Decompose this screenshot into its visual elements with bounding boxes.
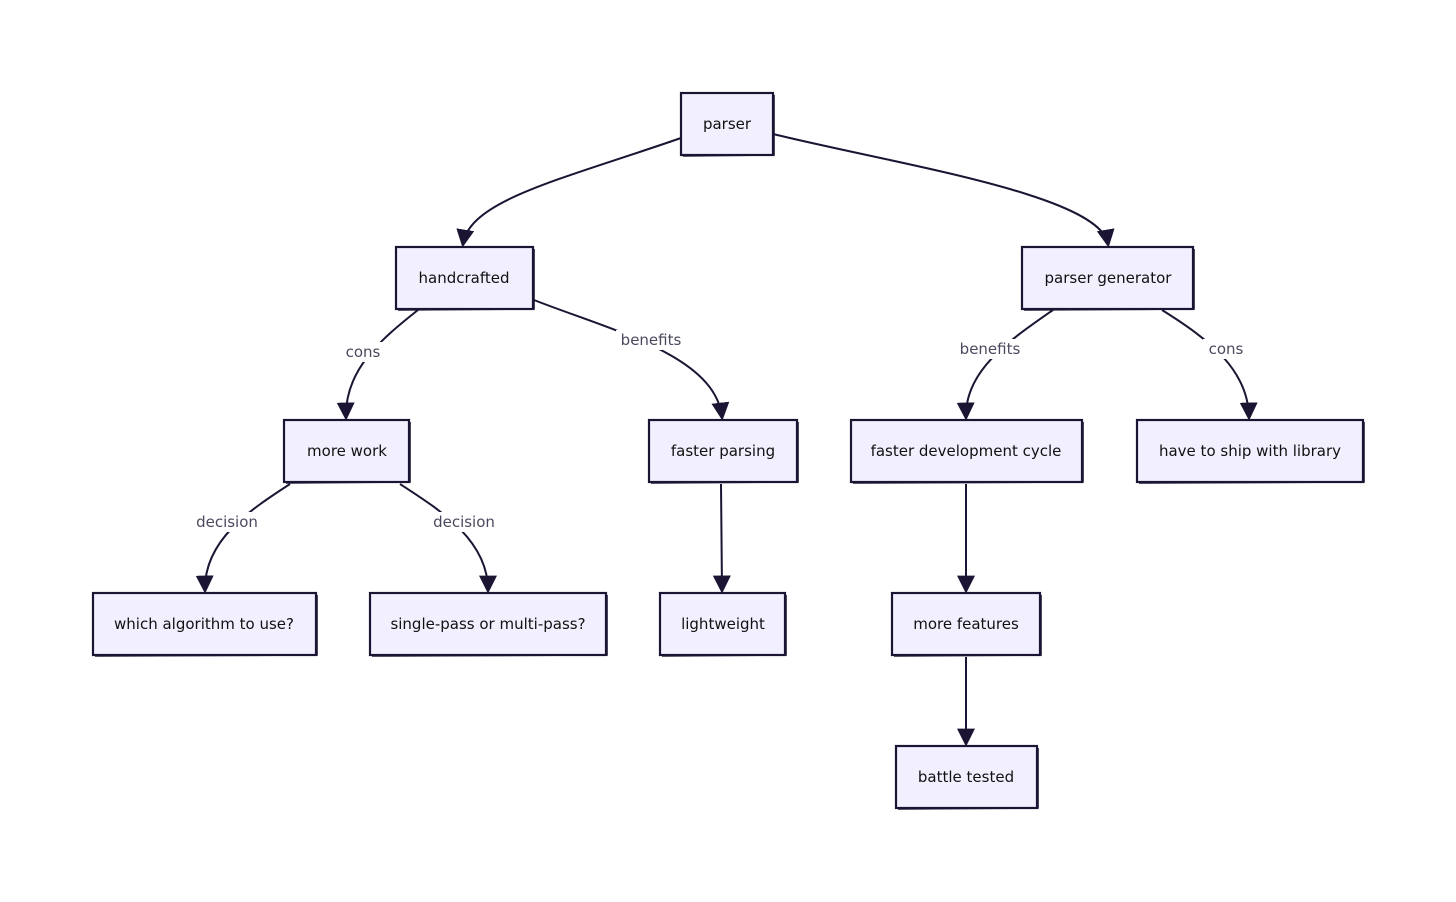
svg-text:cons: cons [1209,340,1244,358]
edge-parser-handcrafted [456,137,682,248]
edge-generator-faster-dev [956,309,1054,421]
svg-text:which algorithm to use?: which algorithm to use? [114,615,294,633]
edge-label-generator-cons: cons [1203,339,1249,359]
edge-parser-parser-generator [772,133,1115,248]
node-battle-tested[interactable]: battle tested [894,744,1039,810]
edge-more-work-single-multi [399,483,497,594]
edge-generator-ship-library [1161,309,1258,421]
node-handcrafted[interactable]: handcrafted [394,245,535,311]
node-faster-development-cycle[interactable]: faster development cycle [849,418,1084,484]
svg-text:more features: more features [913,615,1019,633]
svg-text:benefits: benefits [960,340,1021,358]
node-parser-generator[interactable]: parser generator [1020,245,1195,311]
svg-text:battle tested: battle tested [918,768,1014,786]
node-single-pass-or-multi-pass[interactable]: single-pass or multi-pass? [368,591,608,657]
node-more-work[interactable]: more work [282,418,411,484]
node-faster-parsing[interactable]: faster parsing [647,418,799,484]
node-which-algorithm[interactable]: which algorithm to use? [91,591,318,657]
edge-handcrafted-faster-parsing [533,299,730,421]
edge-handcrafted-more-work [336,309,419,421]
edge-label-more-work-decision-2: decision [429,512,501,532]
svg-text:decision: decision [433,513,495,531]
svg-text:have to ship with library: have to ship with library [1159,442,1341,460]
svg-text:single-pass or multi-pass?: single-pass or multi-pass? [390,615,585,633]
node-lightweight[interactable]: lightweight [658,591,787,657]
edge-label-handcrafted-benefits: benefits [616,330,688,350]
svg-text:lightweight: lightweight [681,615,765,633]
edge-label-more-work-decision-1: decision [192,512,264,532]
svg-text:parser generator: parser generator [1045,269,1173,287]
svg-text:faster development cycle: faster development cycle [871,442,1062,460]
edge-labels: cons benefits benefits cons decision dec… [192,330,1249,532]
svg-text:faster parsing: faster parsing [671,442,775,460]
nodes: parser handcrafted parser generator more… [91,91,1365,810]
svg-text:parser: parser [703,115,752,133]
node-more-features[interactable]: more features [890,591,1042,657]
svg-text:more work: more work [307,442,387,460]
edge-label-handcrafted-cons: cons [340,342,386,362]
svg-text:cons: cons [346,343,381,361]
node-have-to-ship-with-library[interactable]: have to ship with library [1135,418,1365,484]
node-parser[interactable]: parser [679,91,775,157]
svg-text:decision: decision [196,513,258,531]
svg-text:handcrafted: handcrafted [419,269,510,287]
edge-more-work-which-algorithm [195,483,291,594]
svg-text:benefits: benefits [621,331,682,349]
edge-faster-parsing-lightweight [712,483,731,594]
edge-label-generator-benefits: benefits [955,339,1027,359]
